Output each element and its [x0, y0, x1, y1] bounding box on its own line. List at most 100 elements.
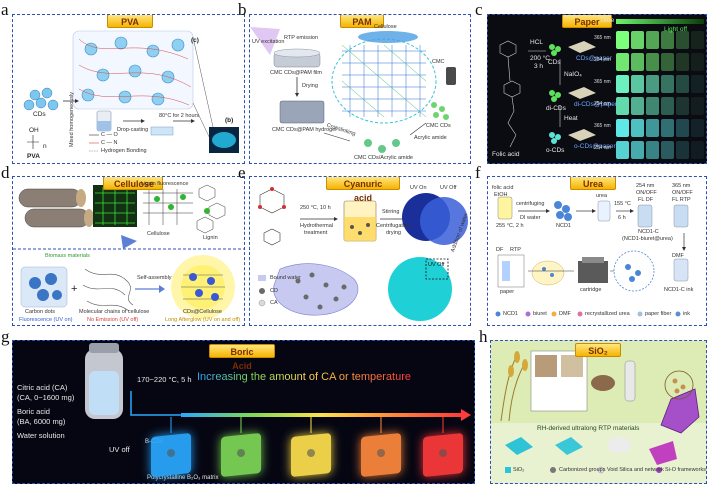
label-hydrogel: CMC CDs@PAM hydrogel: [272, 127, 337, 133]
label-ca: CA: [270, 300, 278, 306]
panel-letter-g: g: [1, 327, 10, 346]
label-carbon-dots: Carbon dots: [25, 309, 55, 315]
label-250c: 250 °C, 10 h: [300, 205, 331, 211]
afterglow-cell: [631, 31, 644, 49]
label-6h: 6 h: [618, 215, 626, 221]
afterglow-cell: [676, 53, 689, 71]
label-treatment: treatment: [304, 230, 328, 236]
label-fl-rtp: FL RTP: [672, 197, 691, 203]
label-onoff-2: ON/OFF: [672, 190, 693, 196]
label-drop-casting: Drop-casting: [117, 127, 149, 133]
afterglow-cell: [661, 75, 674, 93]
legend-sio2: SiO₂: [513, 467, 525, 473]
afterglow-cell: [631, 53, 644, 71]
label-cds: CDs: [33, 111, 46, 118]
pam-hydrogel-illustration: [250, 27, 456, 153]
afterglow-cell: [616, 97, 629, 115]
label-matrix: Polycrystalline B₂O₃ matrix: [147, 475, 219, 481]
legend-biuret: biuret: [533, 311, 547, 317]
panel-letter-f: f: [475, 163, 481, 182]
uv-row-label: 254 nm: [594, 145, 611, 151]
label-cellulose: Cellulose: [147, 231, 170, 237]
label-conditions: 170~220 °C, 5 h: [137, 375, 192, 384]
label-plus: +: [71, 283, 78, 295]
afterglow-cell: [661, 97, 674, 115]
tag-pam: PAM: [340, 15, 384, 28]
afterglow-cell: [646, 75, 659, 93]
label-cds-cellulose: CDs@Cellulose: [183, 309, 222, 315]
cellulose-illustration: [13, 184, 244, 319]
afterglow-cell: [631, 119, 644, 137]
sio2-illustration: [491, 341, 706, 474]
label-df: DF: [496, 247, 504, 253]
afterglow-cell: [631, 141, 644, 159]
panel-e-cyanuric: Cyanuric acid 250 °C, 10 h Hydrothermal …: [249, 176, 471, 326]
cd-particle: [377, 449, 385, 457]
afterglow-cell: [646, 53, 659, 71]
afterglow-cell: [691, 141, 704, 159]
label-pva: PVA: [27, 153, 40, 160]
label-p3: o-CDs@paper: [574, 143, 616, 150]
legend-ncd1: NCD1: [503, 311, 518, 317]
label-ba-amount: (BA, 6000 mg): [17, 417, 66, 426]
label-255c: 255 °C, 2 h: [496, 223, 524, 229]
afterglow-cell: [616, 53, 629, 71]
label-urea: urea: [596, 193, 608, 199]
afterglow-cell: [616, 141, 629, 159]
label-n: n: [43, 143, 47, 150]
panel-h-sio2: SiO₂ RH-derived ultralong RTP materials …: [490, 340, 707, 484]
glowing-cube-row: [13, 341, 474, 483]
afterglow-cell: [646, 97, 659, 115]
label-film: CMC CDs@PAM film: [270, 70, 322, 76]
label-3h: 3 h: [534, 63, 544, 70]
afterglow-cell: [631, 97, 644, 115]
label-ncd1: NCD1: [556, 223, 571, 229]
cd-particle: [167, 449, 175, 457]
afterglow-cell: [646, 31, 659, 49]
label-cd: CD: [270, 288, 278, 294]
afterglow-cell: [646, 141, 659, 159]
label-uv-off: UV Off: [440, 185, 457, 191]
panel-c-paper: Paper Time Light off HCL 200 °C 3 h CDs …: [487, 14, 707, 164]
tag-sio2: SiO₂: [575, 343, 621, 357]
afterglow-cell: [691, 31, 704, 49]
panel-f-urea: Urea folic acid EtOH centrifuging DI wat…: [487, 176, 707, 326]
afterglow-cell: [661, 53, 674, 71]
label-naio4: NaIO₄: [564, 71, 582, 78]
uv-row-label: 365 nm: [594, 123, 611, 129]
uv-wavelength-labels: 365 nm 254 nm 365 nm 254 nm 365 nm 254 nm: [594, 29, 614, 163]
tag-boric-acid: Boric Acid: [209, 344, 275, 371]
callout-c: (c): [191, 37, 199, 44]
label-hydrothermal: Hydrothermal: [300, 223, 334, 229]
tag-cyanuric: Cyanuric acid: [326, 177, 400, 203]
panel-letter-a: a: [1, 0, 9, 19]
panel-letter-h: h: [479, 327, 488, 346]
label-uv-excitation: UV excitation: [252, 39, 285, 45]
uv-row-label: 365 nm: [594, 35, 611, 41]
pva-network-illustration: [23, 30, 239, 153]
panel-b-pam: PAM UV excitation RTP emission Cellulose…: [249, 14, 471, 164]
label-heat: Heat: [564, 115, 578, 122]
label-ncd1-c-full: (NCD1-biuret@urea): [622, 236, 673, 242]
afterglow-cell: [676, 75, 689, 93]
label-365nm: 365 nm: [672, 183, 691, 189]
tag-urea: Urea: [570, 177, 616, 190]
label-fl-df: FL DF: [638, 197, 654, 203]
label-citric-acid: Citric acid (CA): [17, 383, 68, 392]
panel-d-cellulose: Cellulose Lignin fluorescence Cellulose …: [12, 176, 245, 326]
afterglow-cell: [691, 75, 704, 93]
panel-letter-e: e: [238, 163, 246, 182]
uv-row-label: 365 nm: [594, 79, 611, 85]
label-water-solution: Water solution: [17, 431, 65, 440]
uv-row-label: 254 nm: [594, 101, 611, 107]
callout-b: (b): [225, 117, 234, 124]
label-ncd1-c-ink: NCD1-C ink: [664, 287, 694, 293]
label-fluorescence: Fluorescence (UV on): [19, 317, 73, 323]
label-p2: di-CDs@paper: [574, 101, 618, 108]
label-mixed: Mixed homogeneously: [69, 91, 75, 147]
label-acrylic: Acrylic amide: [414, 135, 447, 141]
afterglow-cell: [631, 75, 644, 93]
tag-paper: Paper: [562, 15, 612, 28]
afterglow-cell: [646, 119, 659, 137]
uv-row-label: 254 nm: [594, 57, 611, 63]
